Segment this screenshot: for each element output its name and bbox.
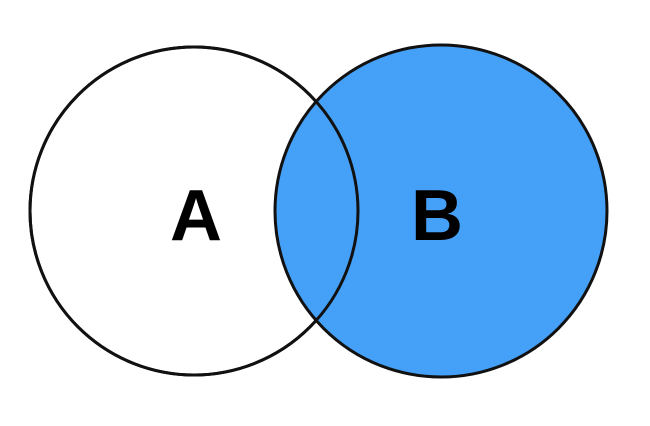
set-b-label: B — [411, 176, 463, 256]
set-a-outline — [28, 45, 360, 377]
set-b-circle[interactable] — [273, 43, 609, 379]
set-a-label: A — [170, 176, 222, 256]
